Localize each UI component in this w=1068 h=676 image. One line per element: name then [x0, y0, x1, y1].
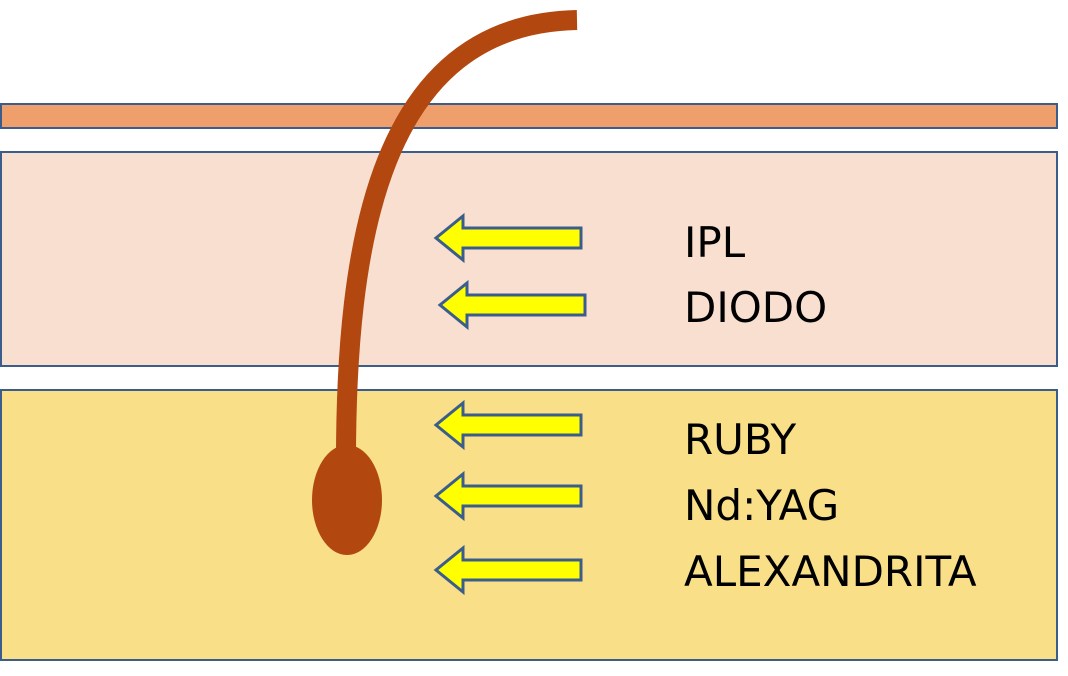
hair-follicle-bulb [312, 445, 382, 555]
laser-label-alexandrita: ALEXANDRITA [684, 547, 977, 596]
laser-label-diodo: DIODO [684, 283, 827, 332]
laser-arrow-diodo [437, 279, 587, 331]
laser-arrow-ndyag [433, 470, 583, 522]
laser-arrow-ruby [433, 399, 583, 451]
laser-label-ruby: RUBY [684, 415, 796, 464]
epidermis-layer [0, 103, 1058, 129]
laser-arrow-ipl [433, 212, 583, 264]
hair-shaft [335, 10, 578, 471]
laser-arrow-alexandrita [433, 544, 583, 596]
laser-label-ndyag: Nd:YAG [684, 481, 839, 530]
dermis-upper-layer [0, 151, 1058, 367]
laser-label-ipl: IPL [684, 218, 746, 267]
